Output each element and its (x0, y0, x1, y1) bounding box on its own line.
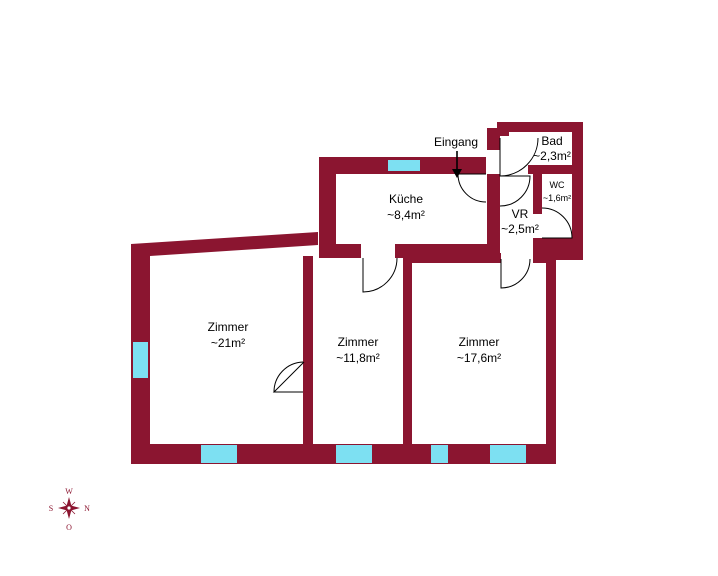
wall-bad-right (572, 122, 583, 260)
room-vr-area: ~2,5m² (501, 222, 539, 236)
door-wc (541, 207, 573, 239)
room-zimmer3-name: Zimmer (459, 335, 500, 349)
room-wc-name: WC (550, 180, 565, 190)
window-zimmer3-bottom-right (490, 445, 526, 463)
wall-zimmer3-right (546, 253, 556, 464)
room-bad-area: ~2,3m² (533, 149, 571, 163)
window-zimmer3-bottom-left (431, 445, 448, 463)
wall-bad-bottom (528, 165, 583, 174)
room-zimmer2-area: ~11,8m² (336, 351, 379, 365)
window-kueche (388, 160, 420, 171)
compass-east-label: O (66, 523, 72, 532)
compass-rose-icon (58, 497, 80, 519)
windows (133, 160, 526, 463)
wall-zimmer1-top (131, 232, 318, 262)
room-zimmer2-name: Zimmer (338, 335, 379, 349)
room-vr-name: VR (512, 207, 529, 221)
wall-kueche-bottom-left (319, 244, 361, 258)
door-vr-right (499, 175, 531, 207)
entrance-arrow-icon (452, 151, 462, 178)
wall-divider-2 (403, 256, 412, 444)
room-wc-area: ~1,6m² (543, 193, 571, 203)
door-kueche (362, 257, 398, 293)
room-zimmer3-area: ~17,6m² (457, 351, 501, 365)
window-zimmer2-bottom (336, 445, 372, 463)
window-zimmer1-left (133, 342, 148, 378)
wall-vr-left (487, 174, 500, 258)
wall-bad-top (497, 122, 582, 132)
door-entrance (457, 173, 487, 203)
entrance-label: Eingang (434, 135, 478, 149)
door-zimmer1-arc (273, 361, 304, 393)
wall-wc-left (533, 174, 542, 214)
room-kueche-area: ~8,4m² (387, 208, 425, 222)
room-zimmer1-area: ~21m² (211, 336, 245, 350)
walls (131, 122, 583, 464)
compass-west-label: W (65, 487, 73, 496)
wall-zimmer3-top (403, 253, 501, 263)
door-zimmer3 (500, 258, 531, 289)
doors (272, 137, 573, 393)
wall-kueche-left (319, 157, 336, 257)
wall-vr-bottom (533, 238, 583, 260)
window-zimmer1-bottom (201, 445, 237, 463)
room-zimmer1-name: Zimmer (208, 320, 249, 334)
room-bad-name: Bad (541, 134, 562, 148)
compass-south-label: S (49, 504, 53, 513)
wall-divider-1 (303, 256, 313, 444)
room-kueche-name: Küche (389, 192, 423, 206)
compass-north-label: N (84, 504, 90, 513)
